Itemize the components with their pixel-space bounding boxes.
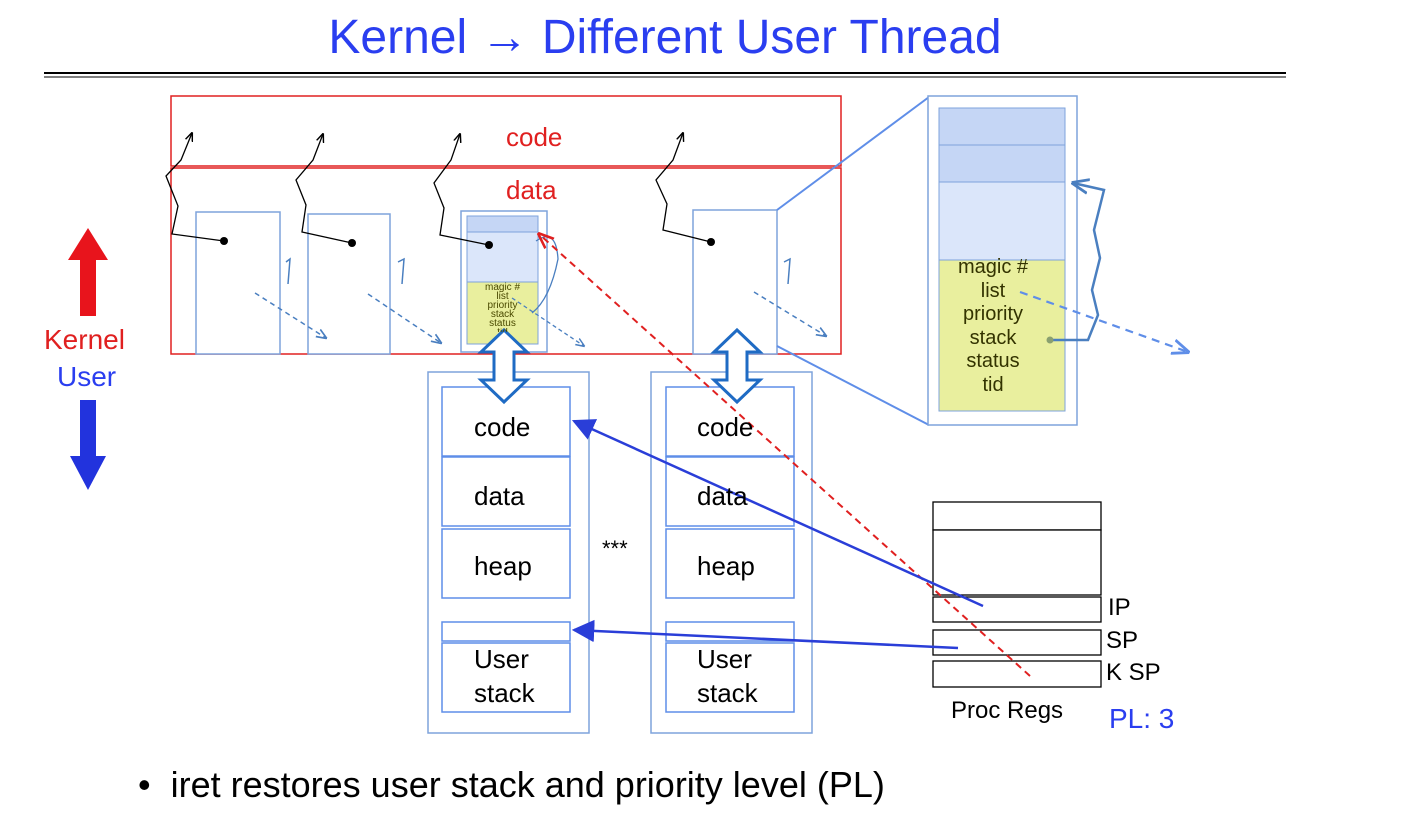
tcb-zoom-field: stack — [969, 326, 1017, 349]
kernel-side-label: Kernel — [44, 324, 125, 355]
thread-pointers — [165, 133, 715, 249]
process-ellipsis: *** — [602, 536, 628, 561]
bullet-point: • iret restores user stack and priority … — [138, 764, 885, 806]
ready-list-arrows — [254, 291, 826, 343]
ksp-pointer — [539, 234, 1031, 677]
kernel-thread-1 — [195, 211, 291, 355]
user-process-2-segments — [665, 386, 795, 713]
kernel-up-arrow — [68, 228, 108, 316]
up2-data-label: data — [697, 481, 748, 511]
tcb-small-field: stack — [490, 309, 515, 320]
kernel-thread-2 — [307, 213, 405, 355]
kernel-user-link-2 — [710, 327, 764, 405]
tcb-zoom-field: tid — [982, 373, 1004, 396]
up2-stack-label-2: stack — [697, 678, 758, 708]
sp-register-label: SP — [1106, 627, 1139, 654]
slide-title: Kernel → Different User Thread — [328, 11, 1002, 64]
tcb-small-field: list — [496, 291, 509, 302]
tcb-zoom-field: magic # — [957, 256, 1029, 278]
tcb-zoom-field: priority — [962, 303, 1023, 325]
kernel-data-label: data — [506, 175, 557, 205]
tcb-small-field: status — [489, 318, 516, 329]
bullet-text: iret restores user stack and priority le… — [170, 764, 885, 805]
proc-regs-box — [932, 501, 1102, 688]
tcb-zoom-panel — [776, 95, 1188, 426]
proc-regs-caption: Proc Regs — [951, 697, 1064, 724]
tcb-zoom-fields: magic # list priority stack status tid — [939, 256, 1047, 397]
title-underline — [44, 72, 1286, 78]
privilege-level: PL: 3 — [1109, 703, 1175, 734]
ip-pointer — [571, 419, 984, 608]
tcb-small-fields: magic # list priority stack status tid — [467, 282, 538, 333]
tcb-small-field: priority — [487, 300, 518, 311]
kernel-code-label: code — [506, 122, 563, 152]
tcb-small-field: magic # — [484, 282, 520, 293]
user-process-1-segments — [441, 386, 571, 713]
up1-stack-label-2: stack — [474, 678, 535, 708]
up2-stack-label-1: User — [697, 644, 752, 674]
sp-pointer — [571, 619, 959, 650]
tcb-zoom-field: status — [966, 350, 1020, 372]
up1-data-label: data — [474, 481, 525, 511]
tcb-small-field: tid — [467, 328, 538, 332]
bullet-icon: • — [138, 764, 171, 805]
ip-register-label: IP — [1108, 594, 1131, 621]
kernel-code-region — [170, 95, 842, 167]
up1-stack-label-1: User — [474, 644, 529, 674]
up1-code-label: code — [474, 412, 531, 442]
ksp-register-label: K SP — [1106, 659, 1161, 686]
user-side-label: User — [57, 361, 117, 392]
up1-heap-label: heap — [474, 551, 532, 581]
tcb-zoom-field: list — [980, 279, 1006, 302]
kernel-user-link-1 — [477, 327, 531, 405]
up2-code-label: code — [697, 412, 754, 442]
up2-heap-label: heap — [697, 551, 755, 581]
user-down-arrow — [70, 400, 106, 490]
